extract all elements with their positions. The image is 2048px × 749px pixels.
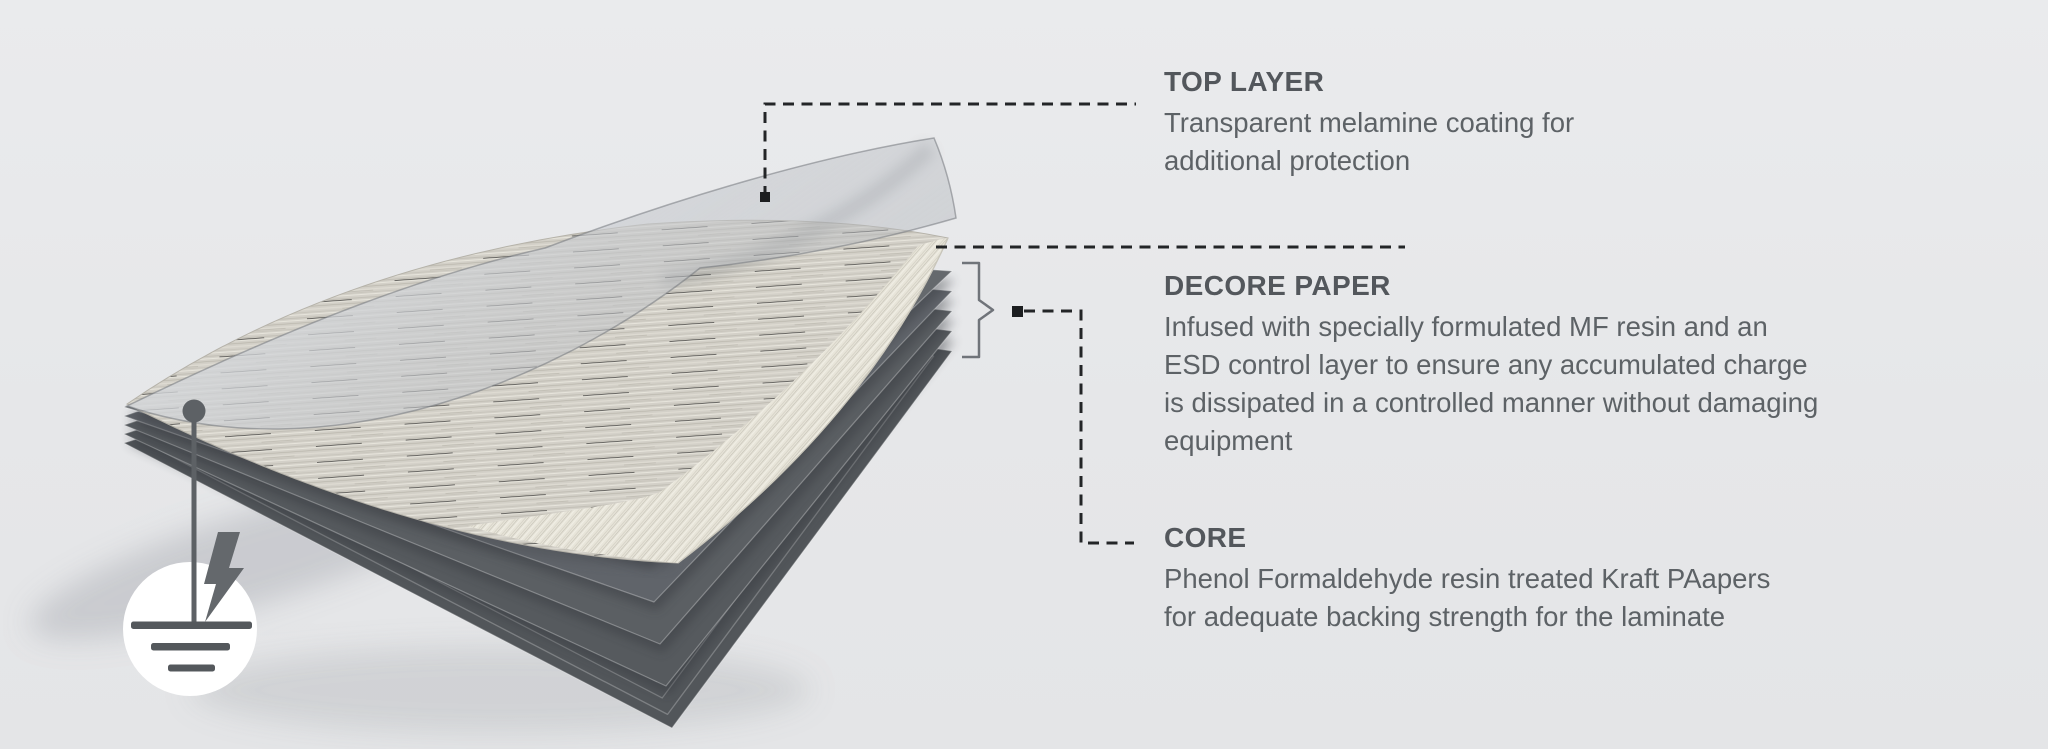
callout-core: CORE Phenol Formaldehyde resin treated K… — [1164, 522, 1794, 636]
callout-top-layer: TOP LAYER Transparent melamine coating f… — [1164, 66, 1634, 180]
top-layer-marker — [760, 192, 770, 202]
ground-bars — [131, 621, 252, 672]
callout-core-description: Phenol Formaldehyde resin treated Kraft … — [1164, 563, 1771, 632]
callout-connectors — [763, 102, 1405, 545]
callout-decore-paper-title: DECORE PAPER — [1164, 270, 1391, 301]
lightning-bolt-icon — [204, 532, 244, 622]
callout-top-layer-description: Transparent melamine coating for additio… — [1164, 107, 1575, 176]
callout-decore-paper: DECORE PAPER Infused with specially form… — [1164, 270, 1824, 460]
core-brace — [962, 261, 995, 359]
ground-wire — [191, 418, 197, 626]
callout-core-title: CORE — [1164, 522, 1247, 553]
callout-decore-paper-description: Infused with specially formulated MF res… — [1164, 311, 1819, 456]
earth-ground-icon — [123, 399, 257, 696]
decor-paper-curled-edge — [468, 238, 948, 563]
callout-top-layer-title: TOP LAYER — [1164, 66, 1325, 97]
top-transparent-layer — [125, 137, 957, 430]
decor-paper-sheet — [126, 219, 949, 564]
top-layer-connector — [763, 102, 1136, 197]
ground-attachment-dot — [182, 399, 206, 423]
callout-markers — [760, 192, 1023, 317]
core-marker — [1012, 306, 1023, 317]
core-connector — [1024, 309, 1134, 545]
